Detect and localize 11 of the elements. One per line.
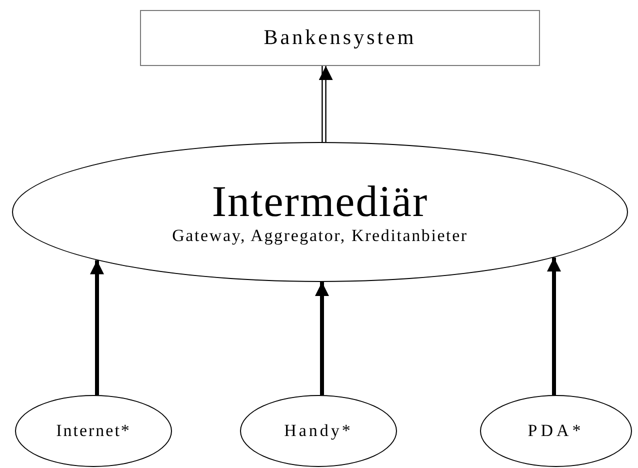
node-title: Intermediär — [212, 178, 428, 227]
node-title: Internet* — [56, 422, 131, 440]
node-title: Bankensystem — [264, 26, 416, 50]
arrow — [547, 258, 561, 395]
arrow — [90, 260, 104, 396]
arrow — [318, 65, 333, 143]
node-title: PDA* — [528, 422, 584, 440]
node-title: Handy* — [284, 422, 353, 440]
arrow — [315, 282, 329, 396]
process-box — [140, 10, 540, 66]
node-subtitle: Gateway, Aggregator, Kreditanbieter — [172, 226, 468, 246]
